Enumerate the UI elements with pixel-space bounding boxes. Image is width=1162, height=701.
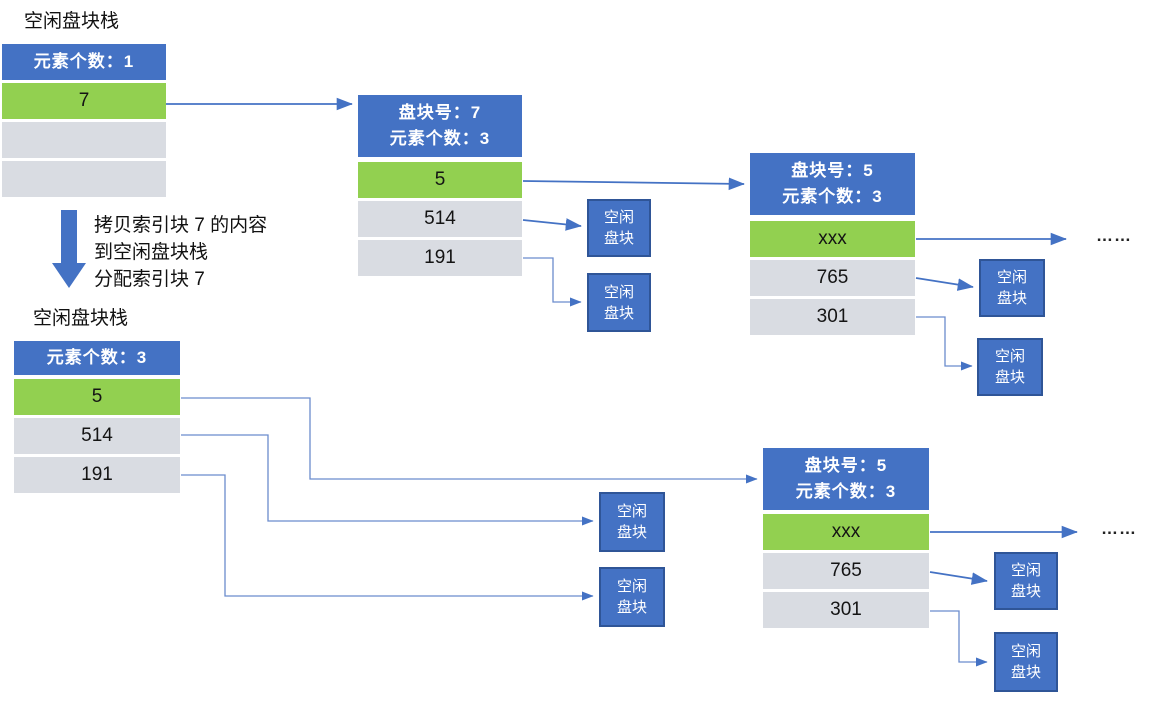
free-block-label: 空闲 xyxy=(1010,643,1041,660)
free-disk-block: 空闲 盘块 xyxy=(587,273,651,332)
stage2-stack-title: 空闲盘块栈 xyxy=(33,308,129,329)
free-disk-block: 空闲 盘块 xyxy=(979,259,1045,317)
stack-cell-top: 5 xyxy=(14,379,180,415)
index-block-7: 盘块号：7 元素个数：3 5 514 191 xyxy=(358,95,522,276)
free-block-label: 空闲 xyxy=(603,209,634,226)
free-block-label: 盘块 xyxy=(603,304,634,322)
block-cell: 301 xyxy=(763,592,929,628)
block-number-label: 盘块号：5 xyxy=(804,456,888,475)
stage1-stack: 元素个数：1 7 xyxy=(2,44,166,197)
block-cell: 765 xyxy=(763,553,929,589)
stack-cell: 191 xyxy=(14,457,180,493)
stage1-stack-header: 元素个数：1 xyxy=(2,44,166,80)
arrow-block7-191-to-freeblock xyxy=(523,257,582,307)
free-disk-block: 空闲 盘块 xyxy=(994,632,1058,692)
stack-cell: 514 xyxy=(14,418,180,454)
free-block-label: 空闲 xyxy=(996,269,1027,286)
block-cell: 301 xyxy=(750,299,915,335)
transition-note-line3: 分配索引块 7 xyxy=(94,269,205,290)
block-cell-top: xxx xyxy=(750,221,915,257)
stack-cell-empty xyxy=(2,122,166,158)
index-block-7-header: 盘块号：7 元素个数：3 xyxy=(358,95,522,157)
free-block-label: 空闲 xyxy=(603,283,634,301)
block-cell: 191 xyxy=(358,240,522,276)
free-block-label: 空闲 xyxy=(616,503,647,520)
free-block-label: 盘块 xyxy=(1010,583,1041,600)
block-cell-top: 5 xyxy=(358,162,522,198)
free-disk-block: 空闲 盘块 xyxy=(599,492,665,552)
free-block-label: 盘块 xyxy=(616,599,647,616)
element-count-label: 元素个数：3 xyxy=(782,187,883,206)
stage2-stack-header: 元素个数：3 xyxy=(14,341,180,375)
block-cell: 765 xyxy=(750,260,915,296)
free-block-label: 空闲 xyxy=(616,578,647,595)
block-cell: 514 xyxy=(358,201,522,237)
free-block-label: 盘块 xyxy=(603,230,634,247)
stack-header-label: 元素个数：3 xyxy=(46,348,148,367)
arrow-block5b-765-to-freeblock xyxy=(929,571,988,585)
block-cell-top: xxx xyxy=(763,514,929,550)
arrow-stack2-191-to-freeblock xyxy=(181,474,594,601)
arrow-stack2-514-to-freeblock xyxy=(181,434,594,526)
free-disk-block: 空闲 盘块 xyxy=(599,567,665,627)
free-disk-block: 空闲 盘块 xyxy=(977,338,1043,396)
arrow-stack2-5-to-block5 xyxy=(181,397,758,484)
index-block-5-top: 盘块号：5 元素个数：3 xxx 765 301 xyxy=(750,153,915,335)
element-count-label: 元素个数：3 xyxy=(795,482,897,501)
block-number-label: 盘块号：7 xyxy=(398,103,482,122)
ellipsis-more-blocks: …… xyxy=(1101,519,1137,538)
index-block-5-bottom-header: 盘块号：5 元素个数：3 xyxy=(763,448,929,510)
arrow-block7-514-to-freeblock xyxy=(522,218,582,231)
free-block-label: 盘块 xyxy=(994,369,1025,386)
stack-header-label: 元素个数：1 xyxy=(33,52,135,71)
arrow-block5-301-to-freeblock xyxy=(916,316,973,371)
stage1-stack-title: 空闲盘块栈 xyxy=(24,11,120,32)
transition-note-line1: 拷贝索引块 7 的内容 xyxy=(94,215,268,236)
free-block-label: 盘块 xyxy=(996,290,1027,307)
transition-note-line2: 到空闲盘块栈 xyxy=(94,242,209,263)
transition-note: 拷贝索引块 7 的内容 到空闲盘块栈 分配索引块 7 xyxy=(94,212,267,293)
free-block-label: 空闲 xyxy=(994,348,1025,365)
arrow-block7-5-to-block5 xyxy=(522,177,745,191)
arrow-block5b-301-to-freeblock xyxy=(930,610,988,667)
big-down-arrow xyxy=(52,210,86,288)
element-count-label: 元素个数：3 xyxy=(389,129,491,148)
index-block-5-top-header: 盘块号：5 元素个数：3 xyxy=(750,153,915,215)
index-block-5-bottom: 盘块号：5 元素个数：3 xxx 765 301 xyxy=(763,448,929,628)
arrow-block5-765-to-freeblock xyxy=(915,277,974,291)
stack-cell-empty xyxy=(2,161,166,197)
stage2-stack: 元素个数：3 5 514 191 xyxy=(14,341,180,493)
free-block-label: 盘块 xyxy=(616,524,647,541)
free-block-label: 盘块 xyxy=(1010,664,1041,681)
stack-cell-top: 7 xyxy=(2,83,166,119)
free-disk-block: 空闲 盘块 xyxy=(587,199,651,257)
free-block-label: 空闲 xyxy=(1010,562,1041,579)
ellipsis-more-blocks: …… xyxy=(1096,226,1132,245)
block-number-label: 盘块号：5 xyxy=(791,161,874,180)
free-disk-block: 空闲 盘块 xyxy=(994,552,1058,610)
